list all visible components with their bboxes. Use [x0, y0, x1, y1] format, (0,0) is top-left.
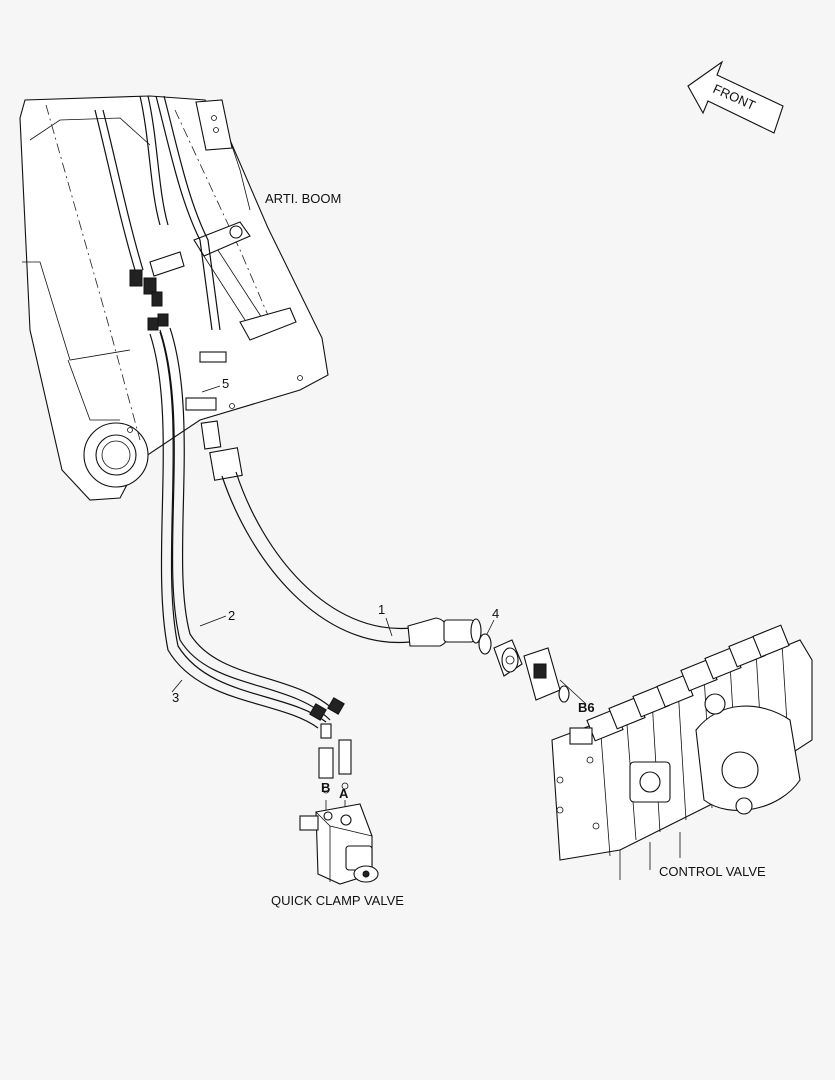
quick-clamp-valve-label: QUICK CLAMP VALVE — [271, 893, 404, 908]
callout-1-number: 1 — [378, 602, 385, 617]
port-b6-label: B6 — [578, 700, 595, 715]
port-b6: B6 — [559, 679, 595, 715]
front-arrow-icon: FRONT — [687, 60, 784, 134]
callout-1: 1 — [378, 602, 393, 637]
callout-5: 5 — [201, 376, 229, 393]
port-a-label: A — [339, 786, 349, 801]
callout-5-number: 5 — [222, 376, 229, 391]
arti-boom-drawing — [19, 95, 329, 501]
arti-boom-label: ARTI. BOOM — [265, 191, 341, 206]
port-b-label: B — [321, 780, 330, 795]
port-labels-a-b: B A — [321, 780, 349, 801]
callout-3: 3 — [171, 679, 183, 705]
quick-clamp-adapters — [318, 723, 352, 818]
callout-4-number: 4 — [492, 606, 499, 621]
control-valve-label: CONTROL VALVE — [659, 864, 766, 879]
hoses-2-3 — [149, 327, 345, 729]
callout-3-number: 3 — [172, 690, 179, 705]
o-ring-4: 4 — [478, 606, 499, 655]
hose-1 — [200, 420, 482, 647]
control-valve-drawing — [551, 624, 813, 880]
callout-2: 2 — [199, 608, 235, 627]
split-flange — [493, 639, 570, 703]
quick-clamp-valve-drawing — [299, 803, 379, 885]
callout-2-number: 2 — [228, 608, 235, 623]
